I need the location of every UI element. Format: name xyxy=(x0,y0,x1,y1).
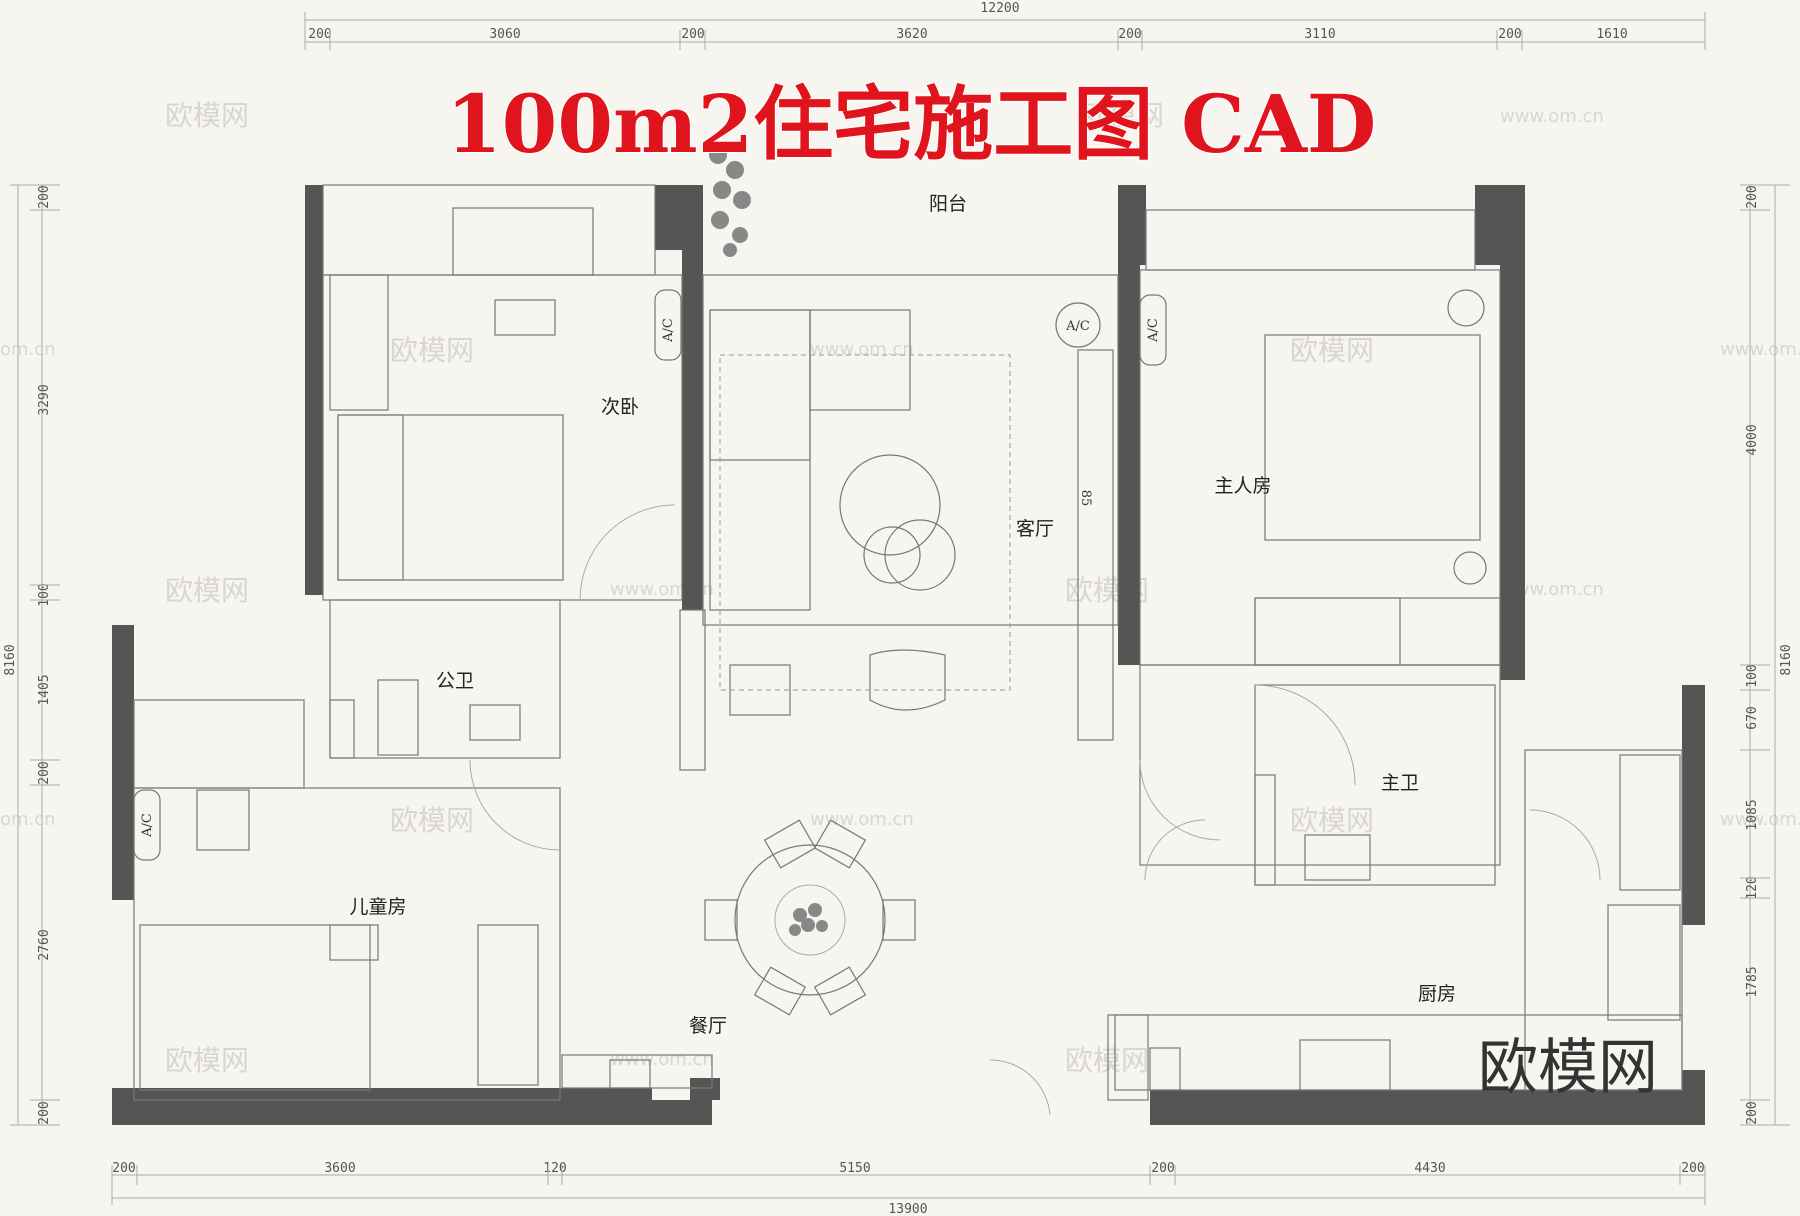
watermark-text: 欧模网 xyxy=(1080,99,1164,132)
ac-units: A/C A/C A/C A/C 85 xyxy=(133,289,1167,861)
watermark-url: www.om.cn xyxy=(810,339,914,360)
dim-top-4: 3620 xyxy=(896,27,927,42)
dim-left-total: 8160 xyxy=(3,644,18,675)
brand-logo: 欧模网 xyxy=(1478,1033,1658,1103)
dim-right-8: 200 xyxy=(1745,1101,1760,1124)
room-label-kitchen: 厨房 xyxy=(1418,983,1456,1005)
room-label-balcony: 阳台 xyxy=(929,193,967,215)
dimension-bottom: 200 3600 120 5150 200 4430 200 13900 xyxy=(112,1161,1705,1216)
room-label-kids-room: 儿童房 xyxy=(349,896,406,918)
dimension-left: 8160 200 3290 100 1405 200 2760 200 xyxy=(3,185,52,1125)
dim-bottom-total: 13900 xyxy=(888,1202,927,1216)
ac-label: A/C xyxy=(661,318,676,343)
watermarks: 欧模网 欧模网 www.om.cn 欧模网 www.om.cn 欧模网 www.… xyxy=(0,99,1800,1077)
watermark-url: www.om.cn xyxy=(1500,106,1604,127)
plant-icon xyxy=(709,146,751,257)
dim-top-5: 200 xyxy=(1118,27,1141,42)
watermark-text: 欧模网 xyxy=(1290,804,1374,837)
dim-left-4: 1405 xyxy=(37,674,52,705)
watermark-url: www.om.cn xyxy=(1720,339,1800,360)
watermark-text: 欧模网 xyxy=(390,804,474,837)
dim-bottom-1: 200 xyxy=(112,1161,135,1176)
room-label-dining-room: 餐厅 xyxy=(689,1015,727,1037)
dim-top-1: 200 xyxy=(308,27,331,42)
dim-bottom-6: 4430 xyxy=(1414,1161,1445,1176)
ac-label: A/C xyxy=(1065,319,1090,334)
dim-bottom-7: 200 xyxy=(1681,1161,1704,1176)
dim-bottom-5: 200 xyxy=(1151,1161,1174,1176)
watermark-text: 欧模网 xyxy=(1290,334,1374,367)
dim-right-4: 670 xyxy=(1745,706,1760,729)
dim-right-7: 1785 xyxy=(1745,966,1760,997)
dim-right-5: 1085 xyxy=(1745,799,1760,830)
dim-top-2: 3060 xyxy=(489,27,520,42)
watermark-url: om.cn xyxy=(0,339,56,360)
watermark-text: 欧模网 xyxy=(165,1044,249,1077)
watermark-url: www.om.cn xyxy=(610,1049,714,1070)
watermark-url: www.om.cn xyxy=(1720,809,1800,830)
watermark-text: 欧模网 xyxy=(165,574,249,607)
dim-top-6: 3110 xyxy=(1304,27,1335,42)
tv-size-label: 85 xyxy=(1078,490,1093,507)
ac-label: A/C xyxy=(140,813,155,838)
watermark-url: www.om.cn xyxy=(1500,579,1604,600)
dim-right-2: 4000 xyxy=(1745,424,1760,455)
dim-right-3: 100 xyxy=(1745,664,1760,687)
dim-left-5: 200 xyxy=(37,761,52,784)
door-swings xyxy=(469,504,1601,1116)
room-label-master-bathroom: 主卫 xyxy=(1381,772,1419,794)
dim-left-2: 3290 xyxy=(37,384,52,415)
dim-right-6: 120 xyxy=(1745,876,1760,899)
dimension-right: 8160 200 4000 100 670 1085 120 1785 200 xyxy=(1745,185,1794,1125)
dim-bottom-2: 3600 xyxy=(324,1161,355,1176)
page-title: 100m2住宅施工图 CAD xyxy=(446,77,1376,171)
dim-left-3: 100 xyxy=(37,583,52,606)
dim-top-total: 12200 xyxy=(980,1,1019,16)
watermark-text: 欧模网 xyxy=(165,99,249,132)
dim-left-6: 2760 xyxy=(37,929,52,960)
dining-furniture xyxy=(704,819,916,1016)
room-label-living-room: 客厅 xyxy=(1016,518,1054,540)
dim-right-1: 200 xyxy=(1745,185,1760,208)
room-labels: 阳台 次卧 客厅 主人房 公卫 主卫 儿童房 餐厅 厨房 xyxy=(349,193,1456,1037)
ac-label: A/C xyxy=(1146,318,1161,343)
walls xyxy=(112,185,1705,1125)
interior-outlines xyxy=(133,184,1683,1101)
dim-right-total: 8160 xyxy=(1779,644,1794,675)
living-furniture xyxy=(709,309,1011,711)
dim-top-7: 200 xyxy=(1498,27,1521,42)
dim-bottom-4: 5150 xyxy=(839,1161,870,1176)
dim-left-7: 200 xyxy=(37,1101,52,1124)
dim-bottom-3: 120 xyxy=(543,1161,566,1176)
watermark-text: 欧模网 xyxy=(390,334,474,367)
watermark-url: om.cn xyxy=(0,809,56,830)
dimension-top: 12200 200 3060 200 3620 200 3110 200 161… xyxy=(305,1,1705,43)
dim-left-1: 200 xyxy=(37,185,52,208)
dim-top-3: 200 xyxy=(681,27,704,42)
room-label-second-bedroom: 次卧 xyxy=(601,396,639,418)
room-label-master-bedroom: 主人房 xyxy=(1214,475,1271,497)
room-label-public-bathroom: 公卫 xyxy=(436,670,474,692)
watermark-text: 欧模网 xyxy=(1065,1044,1149,1077)
dimension-ticks xyxy=(10,12,1790,1205)
centerpiece-icon xyxy=(789,903,828,936)
dim-top-8: 1610 xyxy=(1596,27,1627,42)
watermark-url: www.om.cn xyxy=(810,809,914,830)
